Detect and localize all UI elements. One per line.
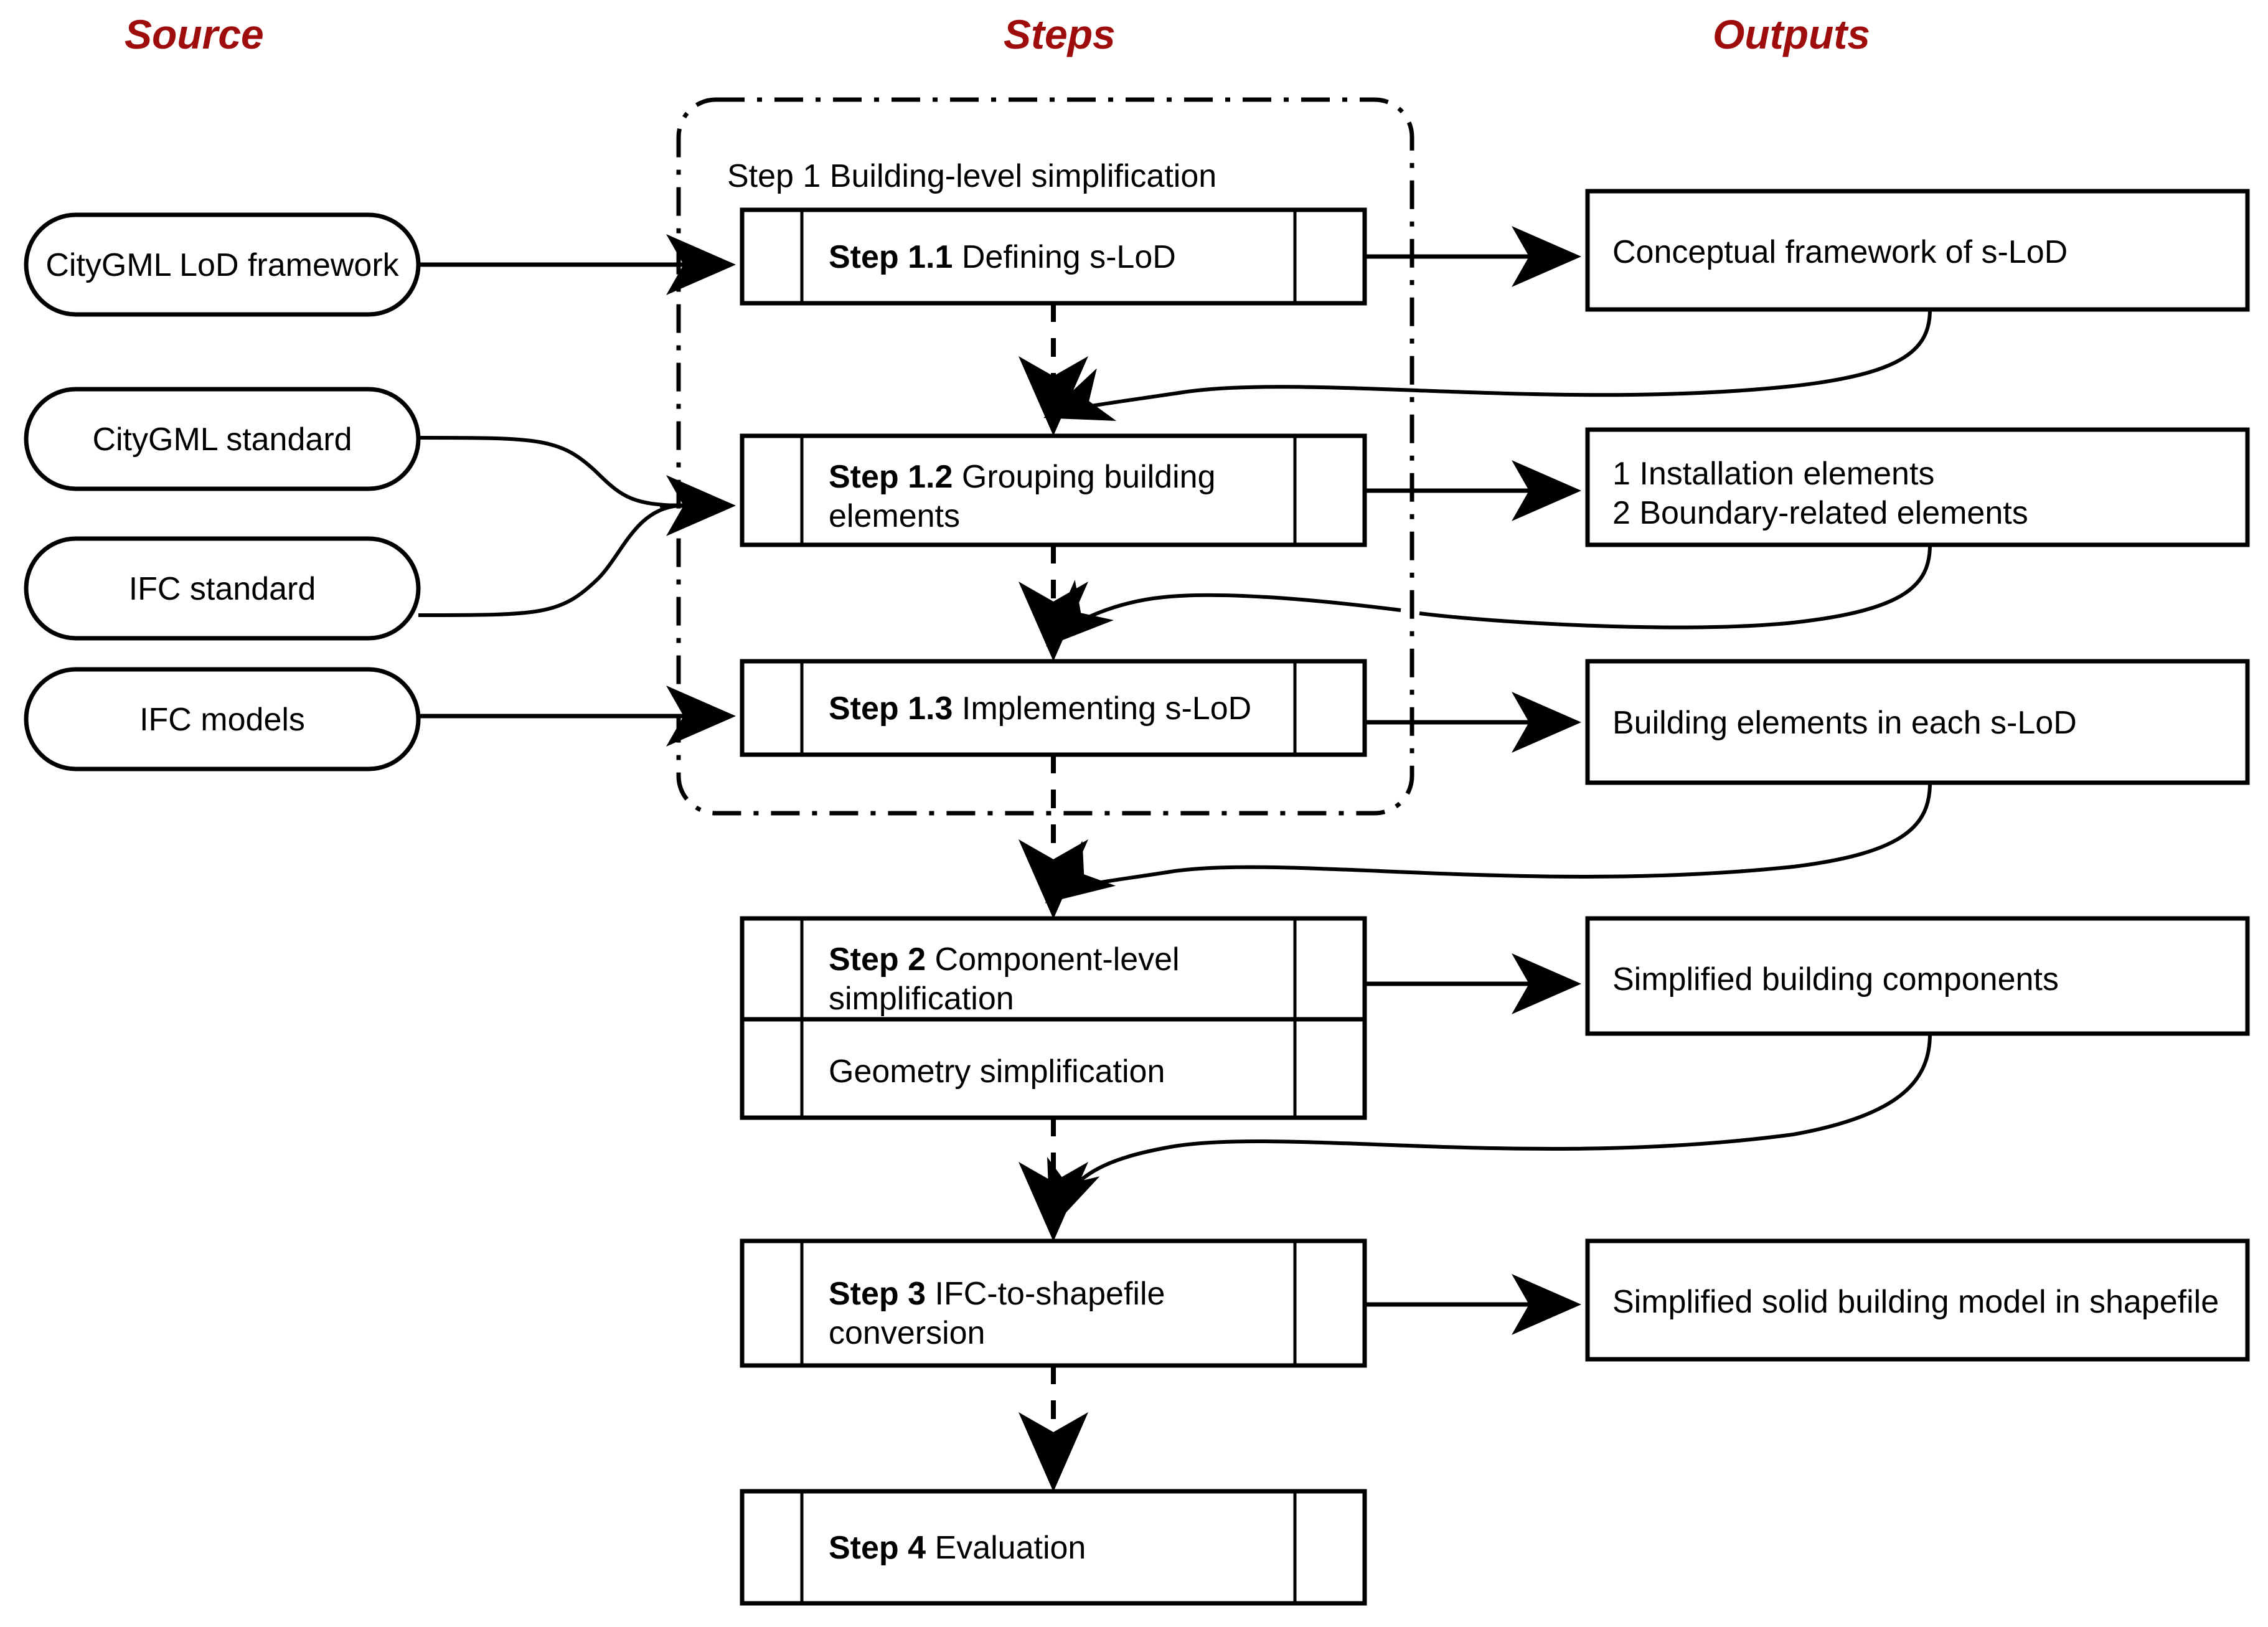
output-box-1[interactable]	[1585, 189, 2250, 312]
step1-group-container	[676, 97, 1414, 816]
step-label-1-2-line1: Step 1.2 Grouping building	[829, 459, 1216, 495]
feedback-output4-to-step3	[1047, 1033, 1932, 1230]
step-label-3-line1: Step 3 IFC-to-shapefile	[829, 1276, 1165, 1312]
source-label-citygml-standard: CityGML standard	[92, 422, 352, 458]
column-header-steps: Steps	[1004, 11, 1116, 57]
column-header-outputs: Outputs	[1713, 11, 1870, 57]
step-label-2-line1: Step 2 Component-level	[829, 941, 1180, 978]
output-label-4: Simplified building components	[1612, 961, 2059, 997]
connector-source3-merge	[418, 504, 679, 617]
output-box-2[interactable]	[1585, 427, 2250, 547]
feedback-output2-seg1	[1419, 544, 1932, 630]
step-box-4[interactable]	[740, 1489, 1367, 1606]
output-label-1: Conceptual framework of s-LoD	[1612, 234, 2068, 270]
feedback-output1-to-step1-2	[1043, 309, 1932, 421]
step-label-2-sub: Geometry simplification	[829, 1054, 1165, 1090]
step-label-3-line2: conversion	[829, 1315, 985, 1351]
step1-group-label: Step 1 Building-level simplification	[727, 158, 1216, 194]
output-box-5[interactable]	[1585, 1238, 2250, 1362]
step-label-2-line2: simplification	[829, 981, 1014, 1017]
output-label-5: Simplified solid building model in shape…	[1612, 1284, 2219, 1320]
step-label-4: Step 4 Evaluation	[829, 1530, 1086, 1566]
feedback-output3-to-step2	[1045, 782, 1932, 903]
source-node-ifc-models[interactable]	[24, 667, 421, 771]
feedback-output2-seg2	[1046, 580, 1401, 647]
output-label-3: Building elements in each s-LoD	[1612, 705, 2077, 741]
step-label-1-1: Step 1.1 Defining s-LoD	[829, 239, 1176, 275]
step-label-1-2-line2: elements	[829, 498, 960, 534]
step-label-1-3: Step 1.3 Implementing s-LoD	[829, 691, 1251, 727]
output-box-4[interactable]	[1585, 916, 2250, 1036]
source-node-ifc-standard[interactable]	[24, 536, 421, 641]
step-box-1-3[interactable]	[740, 659, 1367, 757]
connector-source2-merge	[418, 436, 679, 507]
output-label-2-line2: 2 Boundary-related elements	[1612, 495, 2028, 531]
output-label-2-line1: 1 Installation elements	[1612, 456, 1934, 492]
source-label-ifc-models: IFC models	[139, 702, 305, 738]
source-label-ifc-standard: IFC standard	[129, 571, 316, 607]
output-box-3[interactable]	[1585, 659, 2250, 785]
column-header-source: Source	[125, 11, 264, 57]
step-box-3[interactable]	[740, 1238, 1367, 1368]
source-label-citygml-lod-framework: CityGML LoD framework	[45, 247, 399, 283]
